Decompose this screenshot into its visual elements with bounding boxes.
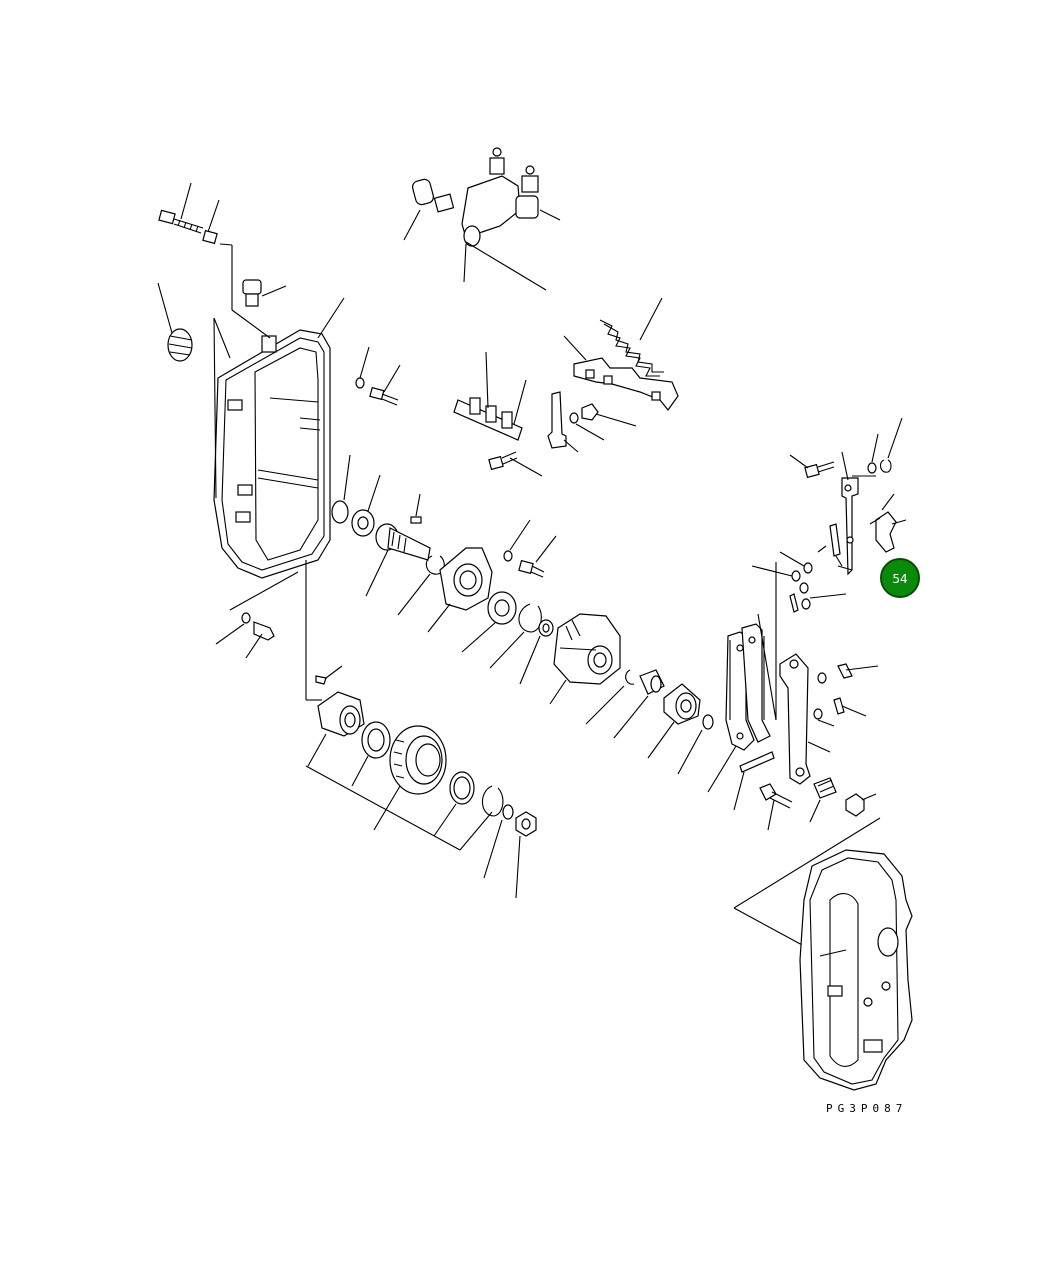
adjust-screw-part bbox=[809, 777, 837, 823]
washer-part bbox=[519, 619, 554, 685]
snap-ring-part bbox=[489, 603, 542, 669]
nut-part bbox=[202, 199, 220, 245]
drive-shaft-part bbox=[365, 493, 431, 597]
washer-bolt-part bbox=[503, 519, 557, 578]
flange-part bbox=[427, 547, 493, 633]
lever-part bbox=[547, 391, 637, 453]
ring-part bbox=[351, 721, 391, 787]
pin-part bbox=[733, 751, 775, 811]
weight-shaft-part bbox=[453, 351, 527, 441]
sleeve-part bbox=[307, 691, 365, 767]
callout-number: 54 bbox=[892, 572, 907, 586]
bolt-part bbox=[789, 454, 835, 479]
governor-housing bbox=[213, 243, 345, 701]
washer-part bbox=[867, 417, 903, 474]
nut-part bbox=[733, 793, 881, 947]
roller-bearing-part bbox=[647, 683, 701, 759]
bearing-part bbox=[351, 474, 381, 537]
bolt-part bbox=[488, 451, 543, 477]
bolt-part bbox=[158, 182, 204, 234]
washer-bolt-part bbox=[215, 571, 299, 659]
breather-part bbox=[157, 282, 193, 362]
drawing-code: PG3P087 bbox=[826, 1102, 907, 1115]
pin-part bbox=[751, 565, 847, 613]
bearing-part bbox=[461, 591, 517, 653]
washer-part bbox=[677, 714, 714, 775]
spacer-part bbox=[613, 669, 665, 739]
snap-ring-part bbox=[305, 765, 504, 851]
cover-housing-part bbox=[799, 849, 913, 1091]
lever-plate-part bbox=[707, 562, 777, 793]
plug-part bbox=[242, 279, 287, 307]
pin-part bbox=[817, 523, 853, 571]
washer-bolt-part bbox=[355, 346, 401, 406]
ring-part bbox=[433, 771, 475, 837]
pin-part bbox=[315, 665, 343, 685]
bracket-part bbox=[869, 493, 907, 553]
valve-assembly-part bbox=[461, 147, 561, 291]
snap-ring-part bbox=[397, 555, 445, 616]
linkage-arm-part bbox=[779, 653, 831, 785]
gear-part bbox=[373, 725, 447, 831]
cam-housing-part bbox=[549, 613, 621, 705]
washer-part bbox=[813, 663, 879, 727]
pipe-part bbox=[403, 178, 455, 241]
callout-54[interactable]: 54 bbox=[880, 558, 920, 598]
linkage-plate-part bbox=[563, 335, 679, 411]
washer-part bbox=[483, 804, 514, 879]
spring-part bbox=[599, 297, 664, 377]
nut-part bbox=[515, 811, 537, 899]
bolt-part bbox=[759, 783, 793, 831]
o-ring-part bbox=[331, 454, 351, 524]
washer-part bbox=[779, 551, 813, 574]
snap-ring-part bbox=[585, 669, 635, 725]
